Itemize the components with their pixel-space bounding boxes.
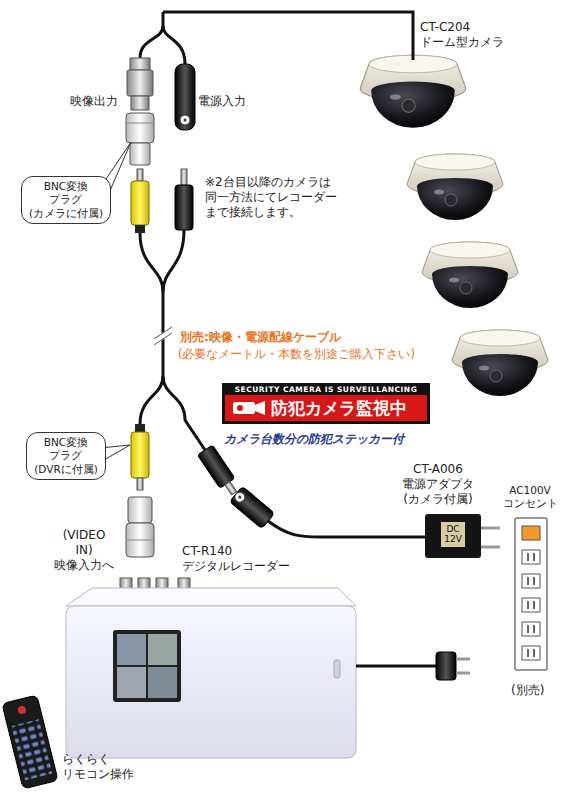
text-line: リモコン操作	[62, 767, 134, 782]
rca-video-plug	[131, 169, 149, 233]
remote-label: らくらく リモコン操作	[62, 752, 134, 782]
dc-power-plug	[198, 445, 242, 498]
text-line: CT-C204	[420, 20, 504, 35]
sticker-panel: SECURITY CAMERA IS SURVEILLANCING防犯カメラ監視…	[222, 383, 430, 424]
text-line: IN)	[54, 543, 114, 558]
product-label: CT-C204 ドーム型カメラ	[420, 20, 504, 50]
adapter-cable	[268, 521, 426, 537]
text-line: ドーム型カメラ	[420, 35, 504, 50]
bnc-adapter-plug	[126, 497, 154, 557]
note-text: (別売)	[511, 683, 544, 698]
node-text: DC 12V	[441, 522, 465, 547]
text-line: (DVRに付属)	[34, 463, 98, 476]
power-adapter: DC 12V	[425, 514, 481, 558]
text-line: プラグ	[29, 193, 103, 206]
text-line: まで接続します。	[205, 205, 337, 220]
callout-bubble: BNC変換 プラグ (DVRに付属)	[26, 432, 106, 479]
node-text: BNC変換 プラグ (カメラに付属)	[29, 180, 103, 219]
port-label: (VIDEO IN) 映像入力へ	[54, 528, 114, 573]
product-label: CT-A006 電源アダプタ (カメラ付属)	[402, 462, 474, 507]
remote-control	[2, 695, 58, 789]
text-line: BNC変換	[34, 436, 98, 449]
text-line: BNC変換	[29, 180, 103, 193]
dc-power-plug	[175, 169, 193, 230]
rca-video-plug	[131, 424, 149, 490]
text-line: DC	[444, 524, 462, 534]
digital-recorder	[66, 578, 356, 758]
text-line: 同一方法にてレコーダー	[205, 190, 337, 205]
adapter-prongs	[481, 528, 500, 547]
port-label: 電源入力	[198, 94, 246, 109]
text-line: (カメラに付属)	[29, 207, 103, 220]
cable-note: (必要なメートル・本数を別途ご購入下さい)	[178, 347, 415, 361]
node-text: SECURITY CAMERA IS SURVEILLANCING	[225, 385, 427, 395]
node-text: BNC変換 プラグ (DVRに付属)	[34, 436, 98, 475]
cable-note: 別売:映像・電源配線ケーブル	[180, 330, 341, 345]
text-line: デジタルレコーダー	[182, 559, 290, 574]
text-line: CT-R140	[182, 544, 290, 559]
note-text: ※2台目以降のカメラは 同一方法にてレコーダー まで接続します。	[205, 175, 337, 220]
text-line: コンセント	[503, 497, 558, 510]
text-line: らくらく	[62, 752, 134, 767]
cable-break-mark	[154, 327, 172, 345]
text-line: 電源アダプタ	[402, 477, 474, 492]
power-input-jack	[175, 64, 195, 130]
text-line: プラグ	[34, 449, 98, 462]
camera-cable	[140, 12, 413, 64]
port-label: 映像出力	[70, 94, 118, 109]
recorder-power-plug	[356, 652, 470, 680]
bnc-adapter-plug	[126, 113, 154, 165]
text-line: (VIDEO	[54, 528, 114, 543]
callout-bubble: BNC変換 プラグ (カメラに付属)	[21, 176, 111, 223]
outlet-label: AC100V コンセント	[503, 484, 558, 510]
text-line: ※2台目以降のカメラは	[205, 175, 337, 190]
sticker-note: カメラ台数分の防犯ステッカー付	[224, 432, 404, 447]
dome-camera	[360, 55, 548, 396]
text-line: (カメラ付属)	[402, 492, 474, 507]
product-label: CT-R140 デジタルレコーダー	[182, 544, 290, 574]
text-line: 映像入力へ	[54, 558, 114, 573]
text-line: CT-A006	[402, 462, 474, 477]
bnc-video-out	[127, 58, 153, 110]
power-outlet-strip	[515, 518, 547, 670]
text-line: AC100V	[503, 484, 558, 497]
text-line: 12V	[444, 534, 462, 544]
camera-icon	[231, 398, 267, 418]
